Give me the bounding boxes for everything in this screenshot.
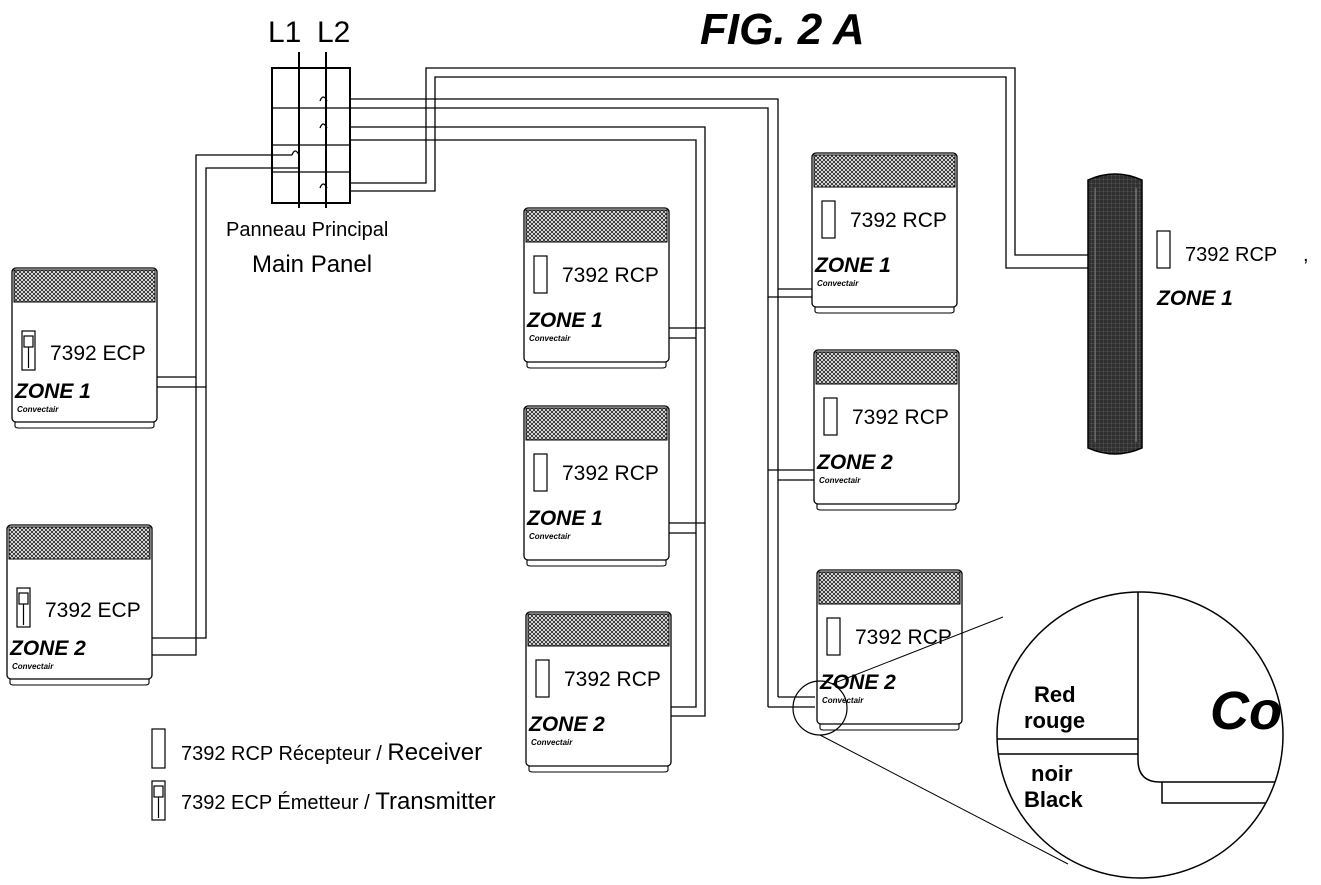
heater-brand-label: Convectair	[531, 738, 573, 747]
main-panel: L1 L2 Panneau Principal Main Panel	[226, 16, 388, 278]
legend: 7392 RCP Récepteur / Receiver 7392 ECP É…	[151, 728, 496, 821]
detail-black-fr: noir	[1031, 761, 1073, 786]
tower-heater: 7392 RCP , ZONE 1	[1087, 173, 1309, 455]
receiver-icon	[821, 200, 836, 239]
heater-model-label: 7392 RCP	[562, 462, 659, 485]
heater-zone-label: ZONE 2	[528, 713, 605, 736]
heater-zone-label: ZONE 1	[526, 507, 603, 530]
tower-model-label: 7392 RCP	[1185, 244, 1277, 266]
svg-text:7392 RCP Récepteur / Receiver: 7392 RCP Récepteur / Receiver	[181, 739, 482, 766]
heater-model-label: 7392 RCP	[855, 626, 952, 649]
heater-grill	[527, 613, 670, 647]
legend-transmitter-word: Transmitter	[375, 788, 495, 815]
heater-zone-label: ZONE 1	[526, 309, 603, 332]
heater-brand-label: Convectair	[17, 405, 59, 414]
legend-receiver-code: 7392 RCP Récepteur /	[181, 743, 387, 765]
heater-model-label: 7392 RCP	[564, 668, 661, 691]
heater-zone-label: ZONE 1	[814, 254, 891, 277]
heater-brand-label: Convectair	[822, 696, 864, 705]
heater-model-label: 7392 RCP	[562, 264, 659, 287]
transmitter-icon	[21, 330, 36, 371]
wiring	[150, 67, 1088, 717]
heater-grill	[13, 269, 156, 303]
heater-brand-label: Convectair	[529, 334, 571, 343]
tower-trailing-mark: ,	[1303, 244, 1309, 266]
panel-label-fr: Panneau Principal	[226, 219, 388, 241]
heater-unit: 7392 ECP ZONE 2 Convectair	[6, 524, 153, 686]
detail-brand-fragment: Co	[1210, 681, 1282, 741]
heater-grill	[8, 526, 151, 560]
receiver-icon	[533, 453, 548, 492]
heater-unit: 7392 RCP ZONE 1 Convectair	[523, 207, 670, 369]
legend-transmitter-code: 7392 ECP Émetteur /	[181, 791, 375, 814]
panel-box	[271, 67, 351, 204]
l2-label: L2	[317, 16, 350, 49]
heater-brand-label: Convectair	[529, 532, 571, 541]
heater-zone-label: ZONE 1	[14, 380, 91, 403]
heater-zone-label: ZONE 2	[816, 451, 893, 474]
tower-zone-label: ZONE 1	[1156, 287, 1233, 310]
receiver-icon	[535, 659, 550, 698]
heater-model-label: 7392 RCP	[852, 406, 949, 429]
heater-unit: 7392 ECP ZONE 1 Convectair	[11, 267, 158, 429]
heaters-layer: 7392 ECP ZONE 1 Convectair 7392 ECP ZONE 2 Co…	[6, 152, 963, 773]
heater-grill	[525, 407, 668, 441]
detail-black-en: Black	[1024, 787, 1083, 812]
transmitter-legend-icon	[151, 780, 166, 821]
heater-model-label: 7392 ECP	[45, 599, 141, 622]
receiver-icon	[1156, 230, 1171, 269]
heater-unit: 7392 RCP ZONE 1 Convectair	[811, 152, 958, 314]
heater-brand-label: Convectair	[817, 279, 859, 288]
detail-red-fr: rouge	[1024, 708, 1085, 733]
figure-title: FIG. 2 A	[700, 5, 865, 54]
heater-model-label: 7392 RCP	[850, 209, 947, 232]
heater-unit: 7392 RCP ZONE 2 Convectair	[525, 611, 672, 773]
panel-label-en: Main Panel	[252, 251, 372, 278]
heater-unit: 7392 RCP ZONE 2 Convectair	[813, 349, 960, 511]
heater-grill	[813, 154, 956, 188]
receiver-icon	[826, 617, 841, 656]
transmitter-icon	[16, 587, 31, 628]
receiver-icon	[823, 397, 838, 436]
heater-grill	[525, 209, 668, 243]
legend-receiver-word: Receiver	[387, 739, 482, 766]
l1-label: L1	[268, 16, 301, 49]
receiver-legend-icon	[151, 728, 166, 769]
heater-grill	[818, 571, 961, 605]
heater-grill	[815, 351, 958, 385]
wire-detail-magnifier: Co Red rouge noir Black	[792, 591, 1284, 879]
detail-red-en: Red	[1034, 682, 1076, 707]
heater-zone-label: ZONE 2	[9, 637, 86, 660]
heater-brand-label: Convectair	[12, 662, 54, 671]
receiver-icon	[533, 255, 548, 294]
svg-text:7392 ECP Émetteur / Transmitte: 7392 ECP Émetteur / Transmitter	[181, 788, 496, 815]
heater-unit: 7392 RCP ZONE 1 Convectair	[523, 405, 670, 567]
heater-brand-label: Convectair	[819, 476, 861, 485]
heater-model-label: 7392 ECP	[50, 342, 146, 365]
